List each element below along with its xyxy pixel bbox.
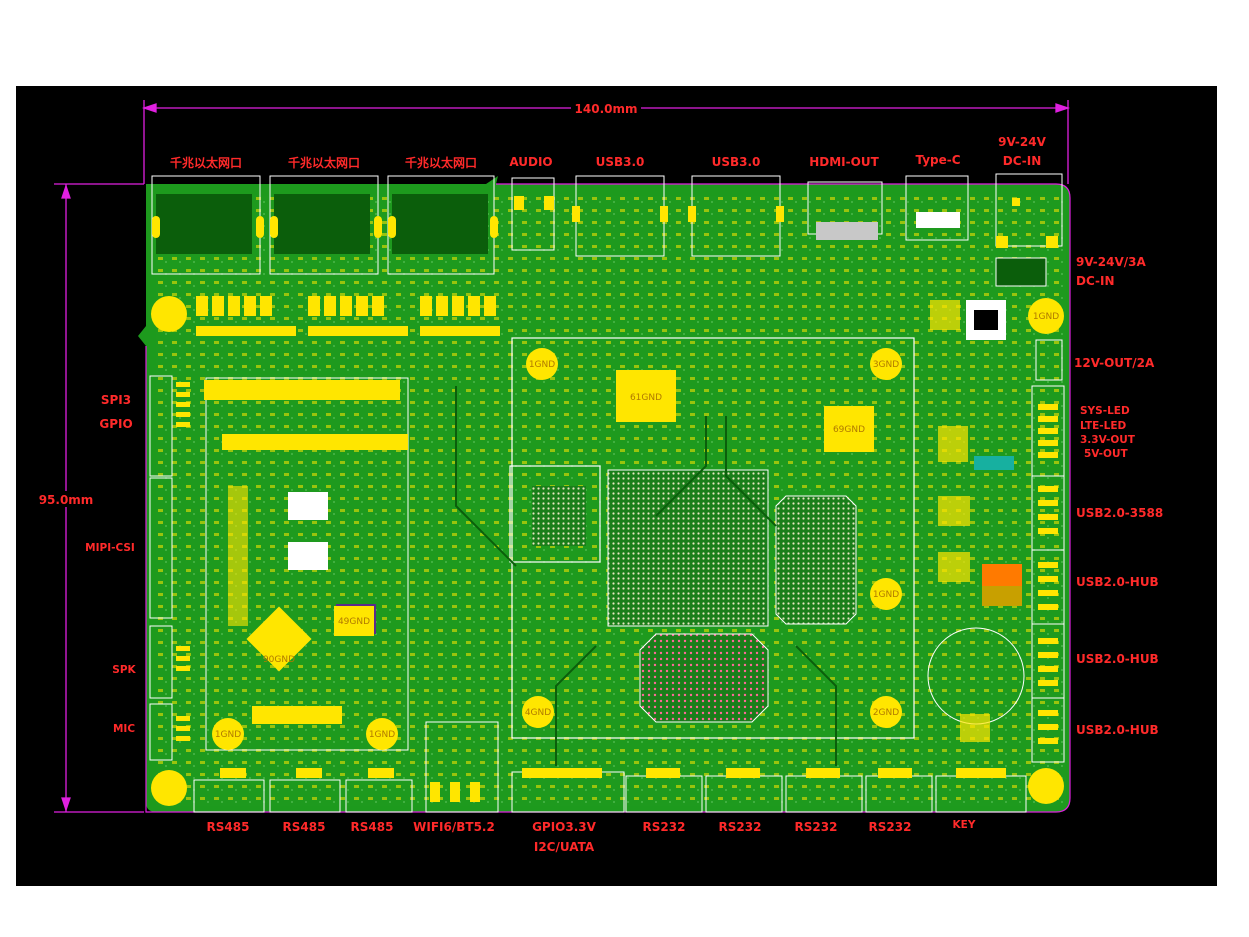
soc-bga <box>607 469 769 627</box>
left-connector-pads <box>176 382 190 741</box>
gpio33-line1: GPIO3.3V <box>532 820 597 834</box>
gnd-1-left2: 1GND <box>369 730 395 740</box>
eth1-label: 千兆以太网口 <box>170 155 242 170</box>
usb20-3588-label: USB2.0-3588 <box>1076 506 1163 520</box>
left-components <box>228 486 376 724</box>
eth3-label: 千兆以太网口 <box>405 155 477 170</box>
power-components <box>927 300 1025 742</box>
right-connector-pads <box>1038 404 1058 744</box>
rs232-2-label: RS232 <box>719 820 762 834</box>
pcb-layout: 140.0mm 95.0mm 千兆以太网口 千兆以太网口 千兆以太网口 <box>34 100 1163 854</box>
height-dimension: 95.0mm <box>39 493 94 507</box>
gnd-61: 61GND <box>630 393 662 403</box>
main-module-outline <box>509 337 915 739</box>
gnd-1-top-right: 1GND <box>1033 312 1059 322</box>
gnd-49: 49GND <box>338 617 370 627</box>
lte-led-label: LTE-LED <box>1080 420 1127 432</box>
audio-label: AUDIO <box>509 155 552 169</box>
sys-led-label: SYS-LED <box>1080 405 1130 417</box>
gnd-3: 3GND <box>873 360 899 370</box>
width-dimension: 140.0mm <box>575 102 638 116</box>
dc-in-right-line2: DC-IN <box>1076 274 1115 288</box>
ic-left <box>334 606 374 636</box>
left-connectors <box>149 375 173 761</box>
rs232-1-label: RS232 <box>643 820 686 834</box>
mipi-csi-label: MIPI-CSI <box>85 542 135 554</box>
bottom-connector-pads <box>220 768 1006 802</box>
usb20-hub3-label: USB2.0-HUB <box>1076 723 1159 737</box>
ethernet-magnetics <box>196 296 500 336</box>
gpio-label: GPIO <box>99 417 132 431</box>
rs232-4-label: RS232 <box>869 820 912 834</box>
gnd-69: 69GND <box>833 425 865 435</box>
width-dim-bg <box>571 100 641 116</box>
wifi-bt-label: WIFI6/BT5.2 <box>413 820 495 834</box>
gnd-1-left: 1GND <box>215 730 241 740</box>
type-c-label: Type-C <box>915 153 960 167</box>
out-5v-label: 5V-OUT <box>1084 448 1128 460</box>
usb20-hub1-label: USB2.0-HUB <box>1076 575 1159 589</box>
hdmi-out-label: HDMI-OUT <box>809 155 879 169</box>
ic-top-right <box>824 406 874 452</box>
gnd-4: 4GND <box>525 708 551 718</box>
left-module-outline <box>205 377 409 751</box>
gpio33-line2: I2C/UATA <box>534 840 595 854</box>
ram-bga-bottom <box>639 633 769 723</box>
rs485-2-label: RS485 <box>283 820 326 834</box>
out-12v-label: 12V-OUT/2A <box>1074 356 1155 370</box>
gnd-2: 2GND <box>873 708 899 718</box>
dc-in-right-line1: 9V-24V/3A <box>1076 255 1146 269</box>
out-33v-label: 3.3V-OUT <box>1080 434 1136 446</box>
ic-top-left <box>616 370 676 422</box>
spi3-label: SPI3 <box>101 393 131 407</box>
gnd-1-centre: 1GND <box>529 360 555 370</box>
right-connectors <box>1031 339 1065 763</box>
top-connector-pads <box>514 196 1058 287</box>
gnd-1-mid: 1GND <box>873 590 899 600</box>
spk-label: SPK <box>112 664 136 676</box>
key-label: KEY <box>953 819 976 831</box>
pmic-bga <box>532 486 586 546</box>
rs485-3-label: RS485 <box>351 820 394 834</box>
rs485-1-label: RS485 <box>207 820 250 834</box>
usb20-hub2-label: USB2.0-HUB <box>1076 652 1159 666</box>
pcb-diagram: 140.0mm 95.0mm 千兆以太网口 千兆以太网口 千兆以太网口 <box>16 86 1217 886</box>
eth2-label: 千兆以太网口 <box>288 155 360 170</box>
dc-in-top-line1: 9V-24V <box>998 135 1046 149</box>
traces <box>455 386 837 766</box>
ethernet-jack-bodies <box>152 194 498 254</box>
dc-in-top-line2: DC-IN <box>1003 154 1042 168</box>
gnd-90: 90GND <box>263 655 295 665</box>
fpc-connectors <box>204 380 408 450</box>
mic-label: MIC <box>113 723 135 735</box>
dimension-lines <box>54 100 1071 813</box>
ram-bga-right <box>775 495 857 625</box>
height-dim-bg <box>34 491 98 507</box>
usb30-a-label: USB3.0 <box>596 155 645 169</box>
usb30-b-label: USB3.0 <box>712 155 761 169</box>
rs232-3-label: RS232 <box>795 820 838 834</box>
mounting-holes <box>151 296 1064 806</box>
